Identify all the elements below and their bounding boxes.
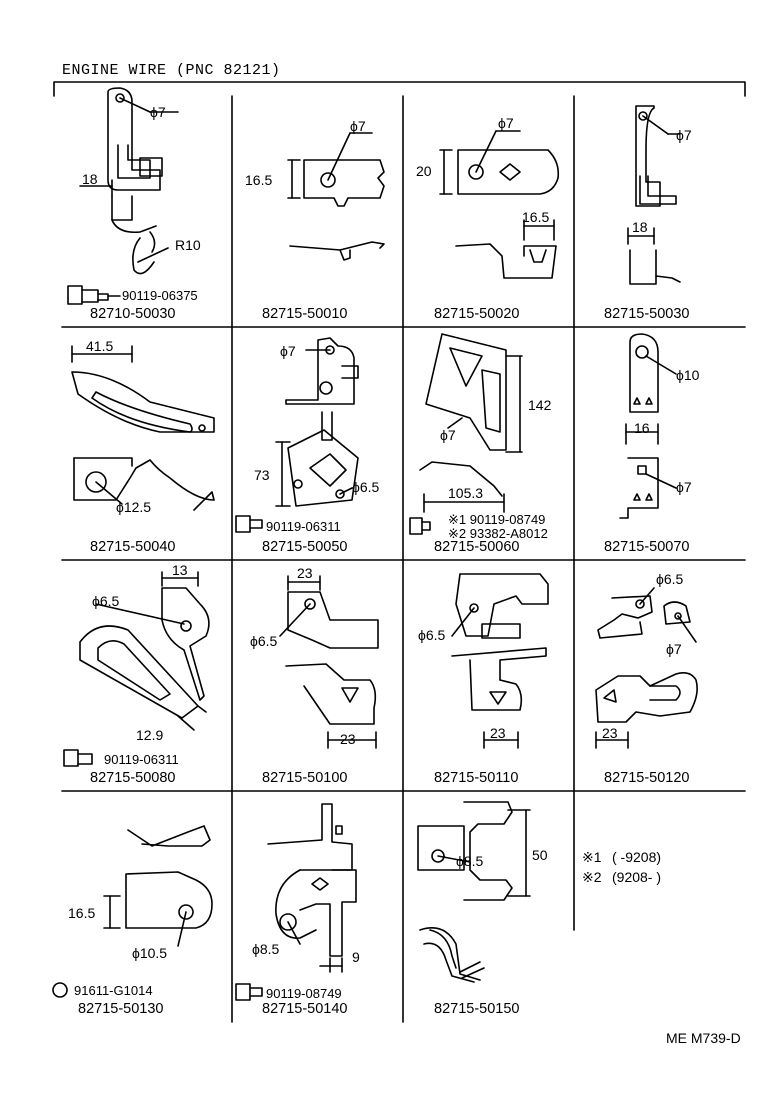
part-number-8: 82715-50070 [604, 539, 689, 555]
dim-6c: ϕ6.5 [352, 479, 380, 495]
part-number-14: 82715-50140 [262, 1001, 347, 1017]
dim-10c: 23 [340, 731, 356, 747]
part-number-12: 82715-50120 [604, 770, 689, 786]
dim-2a: ϕ7 [350, 118, 366, 134]
dim-1b: 18 [82, 171, 98, 187]
bracket-82715-50100 [279, 575, 379, 749]
bracket-82715-50040 [71, 345, 215, 511]
bracket-82715-50060 [409, 333, 523, 535]
dim-5b: ϕ12.5 [116, 499, 151, 515]
part-number-15: 82715-50150 [434, 1001, 519, 1017]
part-number-7: 82715-50060 [434, 539, 519, 555]
sub-6: 90119-06311 [266, 519, 341, 534]
part-number-1: 82710-50030 [90, 306, 175, 322]
dim-10a: 23 [297, 565, 313, 581]
part-number-4: 82715-50030 [604, 306, 689, 322]
dim-6a: ϕ7 [280, 343, 296, 359]
dim-13a: 16.5 [68, 905, 95, 921]
dim-4b: 18 [632, 219, 648, 235]
dim-9a: 13 [172, 562, 188, 578]
bracket-82715-50070 [619, 333, 677, 519]
bracket-82715-50130 [52, 825, 213, 998]
bracket-82715-50150 [417, 801, 531, 983]
drawing-code: ME M739-D [666, 1030, 741, 1046]
dim-8b: 16 [634, 420, 650, 436]
dim-8c: ϕ7 [676, 479, 692, 495]
dim-6b: 73 [254, 467, 270, 483]
bracket-82715-50110 [451, 573, 549, 749]
part-number-13: 82715-50130 [78, 1001, 163, 1017]
frame-lines [53, 81, 746, 1023]
dim-7b: 142 [528, 397, 552, 413]
sub-9: 90119-06311 [104, 752, 179, 767]
legend-mark-2: ※2 [582, 869, 602, 885]
dim-3a: ϕ7 [498, 115, 514, 131]
sub-7b: ※2 93382-A8012 [448, 526, 548, 541]
sub-1: 90119-06375 [122, 288, 198, 303]
part-number-9: 82715-50080 [90, 770, 175, 786]
bracket-82715-50010 [287, 132, 385, 261]
sub-13: 91611-G1014 [74, 983, 153, 998]
dim-15a: ϕ8.5 [456, 853, 484, 869]
dim-7c: 105.3 [448, 485, 483, 501]
part-number-2: 82715-50010 [262, 306, 347, 322]
dim-14b: 9 [352, 949, 360, 965]
legend-text-2: (9208- ) [612, 869, 661, 885]
sub-7a: ※1 90119-08749 [448, 512, 545, 527]
dim-1a: ϕ7 [150, 104, 166, 120]
dim-7a: ϕ7 [440, 427, 456, 443]
bracket-82715-50030 [627, 105, 681, 285]
part-number-5: 82715-50040 [90, 539, 175, 555]
part-number-3: 82715-50020 [434, 306, 519, 322]
dim-10b: ϕ6.5 [250, 633, 278, 649]
dim-13b: ϕ10.5 [132, 945, 167, 961]
dim-8a: ϕ10 [676, 367, 700, 383]
part-number-10: 82715-50100 [262, 770, 347, 786]
dim-5a: 41.5 [86, 338, 113, 354]
dim-1c: R10 [175, 237, 201, 253]
bracket-82715-50080 [63, 571, 210, 767]
dim-12c: 23 [602, 725, 618, 741]
dim-11b: 23 [490, 725, 506, 741]
bracket-82710-50030 [67, 87, 179, 305]
dim-9b: ϕ6.5 [92, 593, 120, 609]
dim-15b: 50 [532, 847, 548, 863]
dim-14a: ϕ8.5 [252, 941, 280, 957]
part-number-6: 82715-50050 [262, 539, 347, 555]
dim-12b: ϕ7 [666, 641, 682, 657]
part-number-11: 82715-50110 [434, 770, 518, 786]
diagram-title: ENGINE WIRE (PNC 82121) [62, 62, 281, 79]
legend-mark-1: ※1 [582, 849, 602, 865]
dim-11a: ϕ6.5 [418, 627, 446, 643]
sub-14: 90119-08749 [266, 986, 342, 1001]
legend-text-1: ( -9208) [612, 849, 661, 865]
dim-9c: 12.9 [136, 727, 163, 743]
dim-2b: 16.5 [245, 172, 272, 188]
bracket-82715-50020 [439, 130, 560, 279]
dim-12a: ϕ6.5 [656, 571, 684, 587]
dim-3c: 16.5 [522, 209, 549, 225]
bracket-82715-50050 [235, 337, 359, 533]
bracket-82715-50120 [595, 587, 698, 749]
dim-3b: 20 [416, 163, 432, 179]
dim-4a: ϕ7 [676, 127, 692, 143]
bracket-82715-50140 [235, 803, 357, 1001]
